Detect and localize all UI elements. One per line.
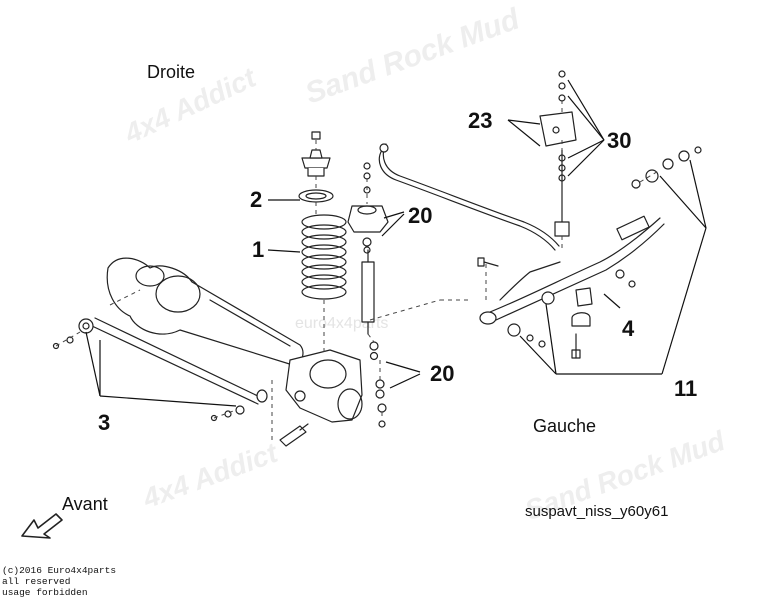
side-label-right: Droite [147, 62, 196, 82]
assembly-guides [55, 100, 661, 444]
axle-housing [106, 257, 304, 367]
steering-knuckle [285, 349, 363, 423]
callout-2: 2 [250, 187, 263, 212]
callout-3: 3 [98, 410, 111, 435]
sway-bar-link [554, 149, 570, 237]
callout-4: 4 [622, 316, 635, 341]
bump-stop [301, 149, 331, 177]
spring-seat [298, 189, 334, 203]
sway-bar [378, 143, 560, 251]
shock-lower-bushings [369, 341, 387, 428]
copyright-line: (c)2016 Euro4x4parts [2, 565, 117, 576]
copyright-line: usage forbidden [2, 587, 88, 598]
side-label-left: Gauche [533, 416, 597, 436]
callout-leaders [85, 79, 707, 407]
copyright-notice: (c)2016 Euro4x4parts all reserved usage … [2, 565, 116, 598]
radius-arm [52, 317, 268, 422]
callout-30: 30 [607, 128, 632, 153]
callout-20-lower: 20 [430, 361, 455, 386]
coil-spring [301, 214, 347, 300]
callout-20-upper: 20 [408, 203, 433, 228]
front-label: Avant [62, 494, 108, 514]
shock-upper-mount [347, 205, 389, 254]
diagram-code: suspavt_niss_y60y61 [525, 503, 669, 520]
callout-23: 23 [468, 108, 493, 133]
front-direction-arrow [21, 513, 63, 539]
sway-bar-bracket [539, 70, 577, 162]
sway-bar-bushing-4 [571, 269, 636, 327]
callout-11: 11 [674, 376, 698, 401]
lateral-rod-bolts [477, 257, 581, 359]
copyright-line: all reserved [2, 576, 71, 587]
steering-arm-bolt [279, 423, 309, 447]
callout-1: 1 [252, 237, 265, 262]
lateral-rod [479, 215, 665, 325]
lateral-rod-bushings [507, 146, 702, 348]
bump-stop-nut [311, 131, 321, 140]
